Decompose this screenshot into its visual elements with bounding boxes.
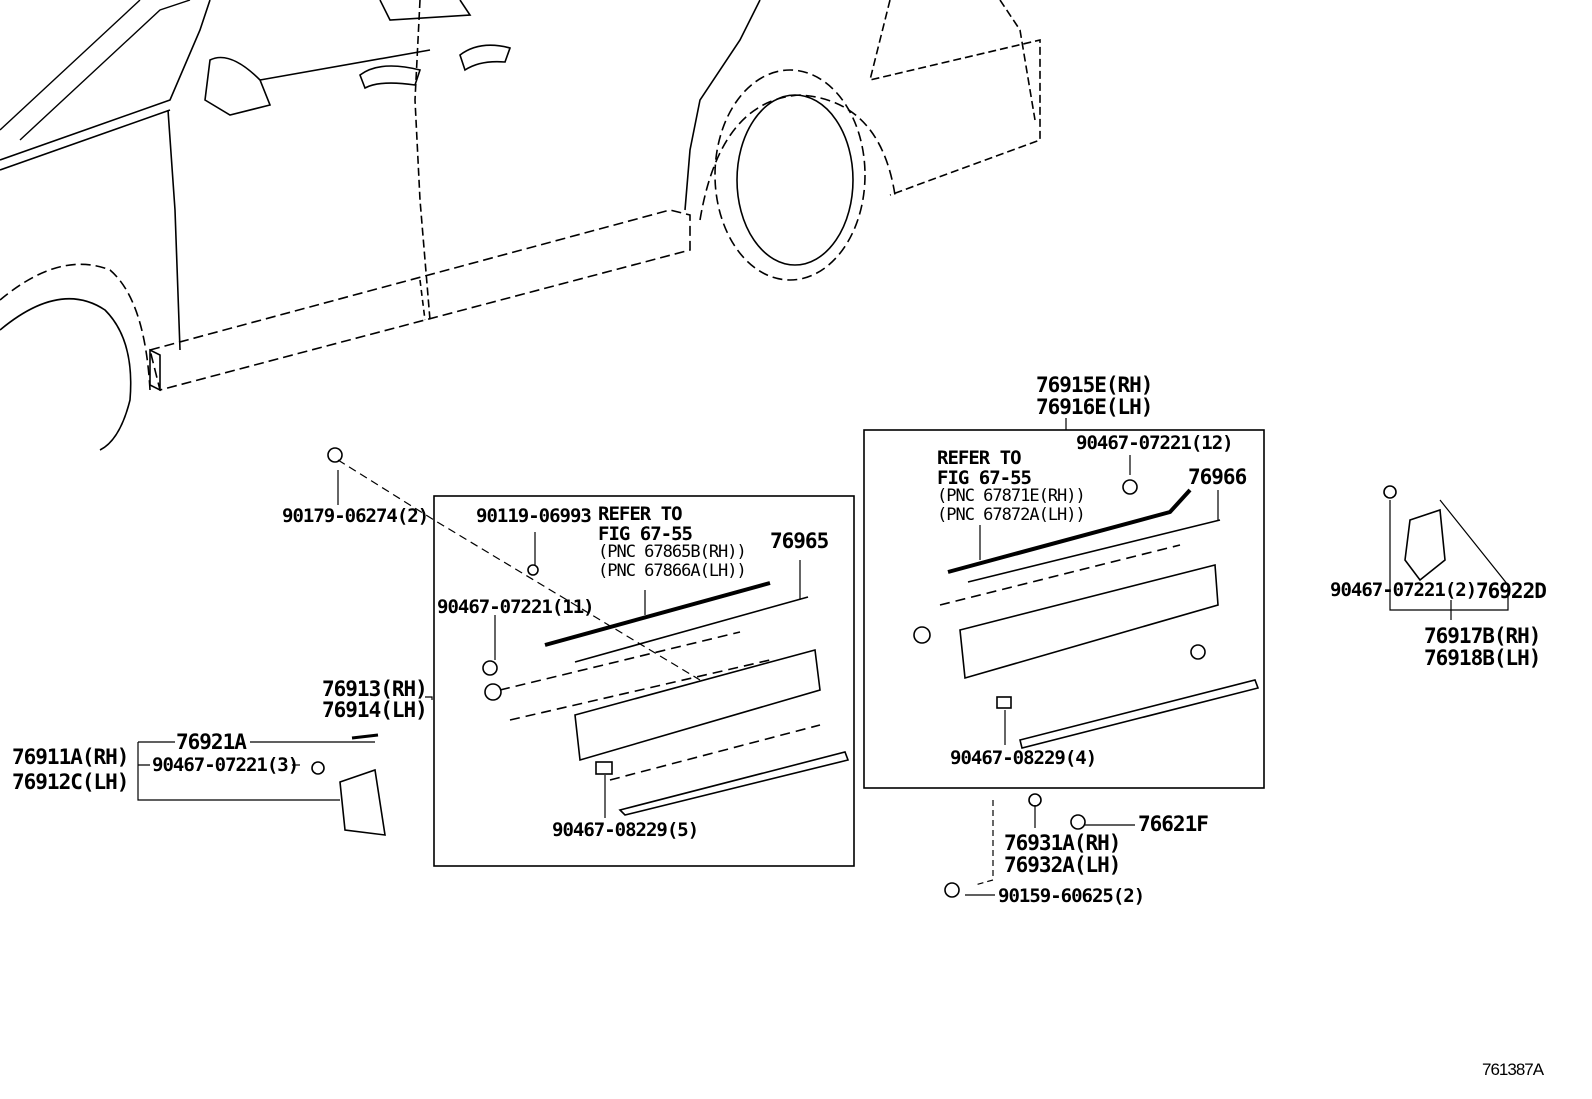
label-76621F: 76621F bbox=[1138, 812, 1209, 836]
label-76931A: 76931A(RH) bbox=[1004, 831, 1121, 855]
label-90467-07221-11: 90467-07221(11) bbox=[437, 596, 595, 618]
label-90467-08229-4: 90467-08229(4) bbox=[950, 747, 1097, 769]
label-76916E: 76916E(LH) bbox=[1036, 395, 1153, 419]
label-90159-60625: 90159-60625(2) bbox=[998, 885, 1145, 907]
label-90467-07221-2: 90467-07221(2) bbox=[1330, 579, 1477, 601]
label-90467-07221-3: 90467-07221(3) bbox=[152, 754, 299, 776]
rear-molding-parts bbox=[913, 479, 1446, 898]
refer-note-front-4: (PNC 67866A(LH)) bbox=[598, 561, 747, 581]
label-76966: 76966 bbox=[1188, 465, 1247, 489]
label-90179-06274: 90179-06274(2) bbox=[282, 505, 429, 527]
label-76921A: 76921A bbox=[176, 730, 247, 754]
refer-note-front-2: FIG 67-55 bbox=[598, 523, 693, 545]
molding-assembly-box-front bbox=[433, 495, 855, 867]
refer-note-rear-3: (PNC 67871E(RH)) bbox=[937, 486, 1086, 506]
label-76915E: 76915E(RH) bbox=[1036, 373, 1153, 397]
car-body-illustration bbox=[0, 0, 1041, 451]
label-76922D: 76922D bbox=[1476, 579, 1547, 603]
refer-note-rear-2: FIG 67-55 bbox=[937, 467, 1032, 489]
label-90119-06993: 90119-06993 bbox=[476, 505, 592, 527]
label-76932A: 76932A(LH) bbox=[1004, 853, 1121, 877]
label-90467-08229-5: 90467-08229(5) bbox=[552, 819, 699, 841]
label-76918B: 76918B(LH) bbox=[1424, 646, 1541, 670]
molding-assembly-box-rear bbox=[863, 429, 1265, 789]
refer-note-front-3: (PNC 67865B(RH)) bbox=[598, 542, 747, 562]
refer-note-front-1: REFER TO bbox=[598, 503, 683, 525]
diagram-id: 761387A bbox=[1482, 1060, 1544, 1079]
label-76913: 76913(RH) bbox=[322, 677, 428, 701]
label-76965: 76965 bbox=[770, 529, 829, 553]
label-76912C: 76912C(LH) bbox=[12, 770, 129, 794]
label-76911A: 76911A(RH) bbox=[12, 745, 129, 769]
label-76914: 76914(LH) bbox=[322, 698, 428, 722]
label-76917B: 76917B(RH) bbox=[1424, 624, 1541, 648]
front-molding-parts bbox=[311, 447, 850, 836]
label-90467-07221-12: 90467-07221(12) bbox=[1076, 432, 1234, 454]
refer-note-rear-4: (PNC 67872A(LH)) bbox=[937, 505, 1086, 525]
refer-note-rear-1: REFER TO bbox=[937, 447, 1022, 469]
